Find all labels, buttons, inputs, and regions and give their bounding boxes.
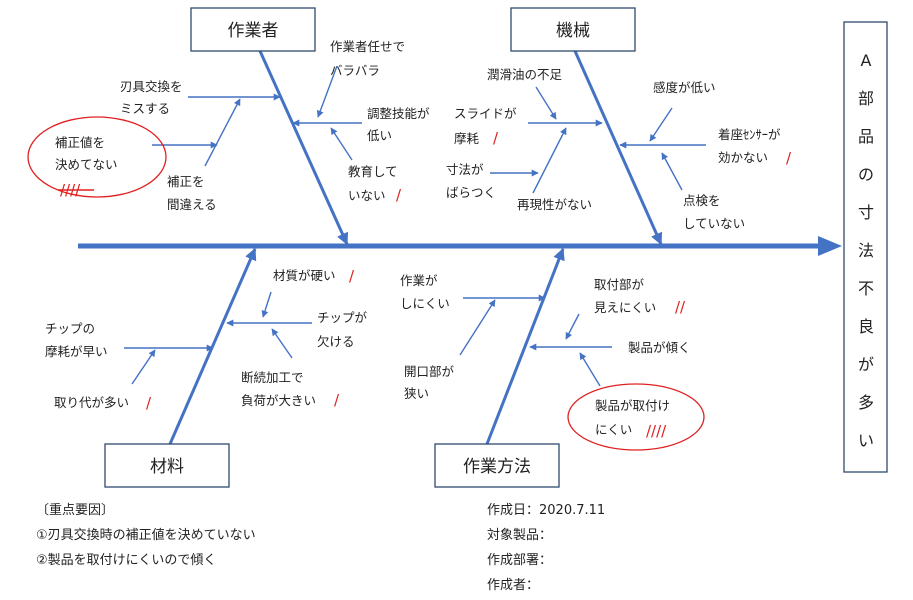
created-by: 作成者： [487,578,540,593]
cause-slide-1: スライドが [454,106,517,121]
cause-education-2: いない [348,188,386,203]
cause-adjust-skill-2: 低い [367,128,392,143]
cause-chip-wear-1: チップの [45,321,95,336]
effect-char: 部 [858,89,874,108]
cause-blade-change-2: ミスする [120,101,170,116]
cause-chip-crack-1: チップが [317,310,368,325]
effect-char: 多 [858,393,874,412]
key-factors: 〔重点要因〕 ①刃具交換時の補正値を決めていない ②製品を取付けにくいので傾く [36,498,256,573]
created-date: 作成日：2020.7.11 [487,503,606,518]
cause-sensor-1: 着座ｾﾝｻｰが [718,127,781,142]
arrow-worker-free [316,65,338,118]
key-factors-title: 〔重点要因〕 [36,503,115,518]
key-factor-2: ②製品を取付けにくいので傾く [36,553,217,568]
cause-lubricant: 潤滑油の不足 [487,67,563,82]
highlight-mount-hard [567,383,705,451]
tally-mount-hard: //// [646,422,667,440]
arrow-opening [459,299,496,356]
category-method: 作業方法 [434,443,560,488]
effect-char: 良 [858,317,874,336]
cause-adjust-skill-1: 調整技能が [367,106,430,121]
cause-sensitivity: 感度が低い [653,80,716,95]
cause-blade-change-1: 刃具交換を [120,79,183,94]
cause-dim-var-2: ばらつく [446,185,496,200]
tally-mount-see: // [675,298,686,316]
category-material: 材料 [104,443,230,488]
arrow-inspect [661,152,683,191]
cause-corr-mistake-2: 間違える [167,197,217,212]
cause-slide-2: 摩耗 [454,131,480,146]
cause-sensor-2: 効かない [718,150,768,165]
created-dept: 作成部署： [487,553,553,568]
category-machine: 機械 [510,7,636,52]
arrow-allowance [131,349,156,385]
effect-char: の [858,165,874,184]
arrow-interrupt [271,328,293,359]
bone-material [168,247,257,445]
tally-education: / [396,186,402,204]
cause-mount-hard-1: 製品が取付け [595,398,670,413]
effect-char: 寸 [858,203,874,222]
arrow-education [330,127,353,161]
tally-allowance: / [146,394,152,412]
category-material-label: 材料 [150,457,184,477]
cause-hard-work-1: 作業が [400,273,438,288]
cause-tilt: 製品が傾く [628,340,691,355]
cause-chip-wear-2: 摩耗が早い [45,344,108,359]
cause-inspect-1: 点検を [683,193,721,208]
target-product: 対象製品： [487,528,553,543]
tally-interrupt: / [334,391,340,409]
arrow-mount-hard [579,352,601,387]
tally-hard: / [349,267,355,285]
cause-corr-value-2: 決めてない [55,157,118,172]
category-machine-label: 機械 [556,21,590,41]
document-info: 作成日：2020.7.11 対象製品： 作成部署： 作成者： [487,498,605,598]
effect-char: 品 [858,127,874,146]
key-factor-1: ①刃具交換時の補正値を決めていない [36,528,256,543]
cause-inspect-2: していない [683,216,745,231]
effect-char: 法 [858,241,874,260]
arrow-mount-see [565,313,580,340]
cause-corr-value-1: 補正値を [55,135,105,150]
cause-chip-crack-2: 欠ける [317,334,355,349]
spine-arrowhead [818,236,842,256]
cause-reproduce: 再現性がない [517,197,592,212]
cause-opening-2: 狭い [404,386,429,401]
highlight-corr-value [27,116,167,198]
category-worker-label: 作業者 [228,21,279,41]
arrow-hard [261,291,272,318]
arrow-reproduce [532,127,567,194]
effect-char: A [861,51,872,70]
cause-education-1: 教育して [348,164,398,179]
cause-corr-mistake-1: 補正を [167,174,205,189]
cause-opening-1: 開口部が [404,364,455,379]
cause-interrupt-1: 断続加工で [241,370,304,385]
category-worker: 作業者 [190,7,316,52]
effect-char: が [858,355,874,374]
category-method-label: 作業方法 [463,457,531,477]
bone-worker [258,50,349,246]
cause-hard: 材質が硬い [273,268,336,283]
cause-dim-var-1: 寸法が [446,162,484,177]
cause-worker-free-1: 作業者任せで [330,39,405,54]
arrow-corr-mistake [204,98,241,167]
tally-slide: / [493,129,499,147]
effect-char: 不 [858,279,874,298]
cause-interrupt-2: 負荷が大きい [241,393,316,408]
cause-mount-hard-2: にくい [595,422,632,437]
effect-char: い [858,431,874,450]
cause-allowance: 取り代が多い [54,395,129,410]
effect-box [843,21,888,473]
tally-sensor: / [786,149,792,167]
cause-hard-work-2: しにくい [400,296,450,311]
effect-text: A 部 品 の 寸 法 不 良 が 多 い [858,51,874,450]
cause-mount-see-2: 見えにくい [594,300,656,315]
bone-method [485,247,565,445]
arrow-sensitivity [649,107,673,142]
arrow-lubricant [535,86,557,120]
cause-mount-see-1: 取付部が [594,277,645,292]
cause-worker-free-2: バラバラ [330,63,380,78]
bone-machine [573,50,663,246]
